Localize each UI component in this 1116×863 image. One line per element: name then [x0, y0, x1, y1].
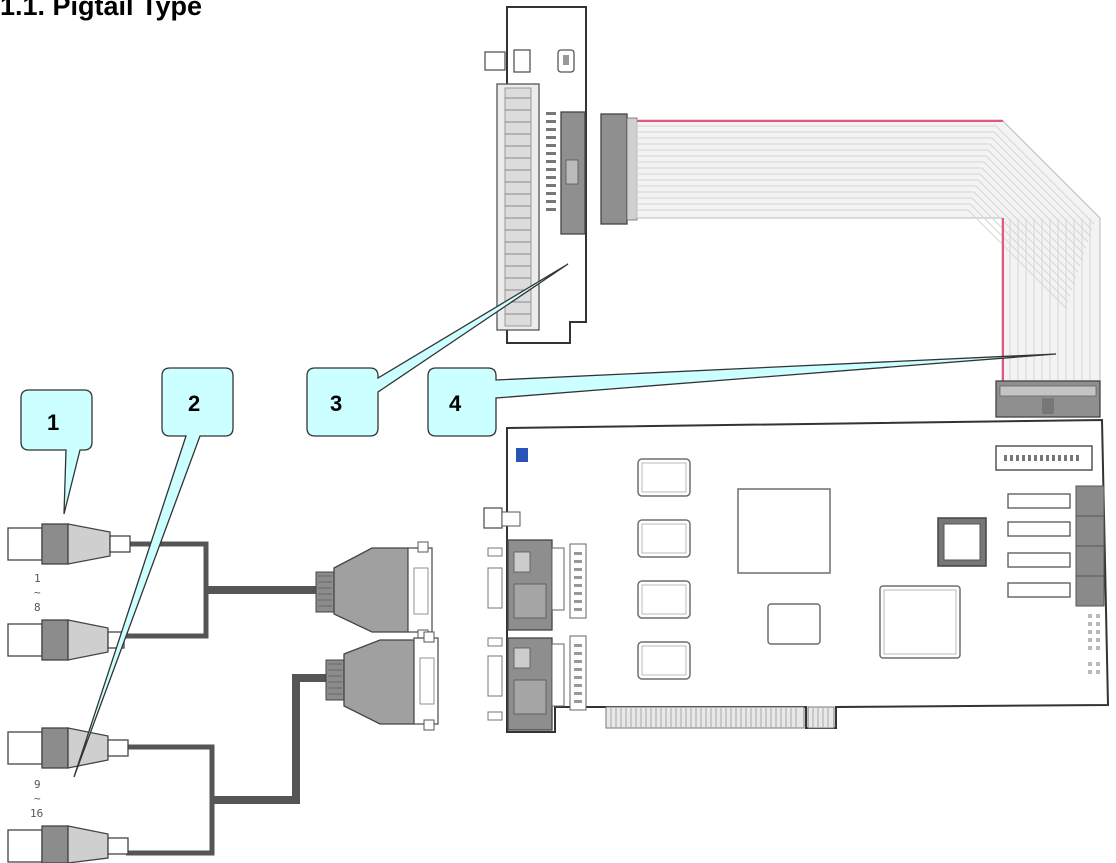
svg-text:~: ~ — [34, 792, 41, 805]
svg-text:8: 8 — [34, 601, 41, 614]
pci-edge-connector-small — [807, 706, 835, 729]
callout-2-label: 2 — [188, 391, 200, 416]
card-db-port-upper — [507, 539, 587, 631]
memory-chip-3 — [637, 580, 691, 619]
jack-1 — [1075, 485, 1105, 517]
db-connector-lower — [325, 631, 439, 731]
ribbon-connector-top — [600, 113, 628, 225]
small-chip — [767, 603, 821, 645]
jack-2 — [1075, 515, 1105, 547]
db-connector-upper — [315, 541, 433, 641]
jack-3 — [1075, 545, 1105, 577]
card-led — [516, 448, 528, 462]
memory-chip-4 — [637, 641, 691, 680]
bnc-connector-4 — [7, 825, 129, 863]
slot-4 — [1007, 582, 1071, 598]
card-db-port-lower — [507, 635, 587, 731]
callout-4: 4 — [427, 353, 1057, 437]
page-title: 1.1. Pigtail Type — [0, 0, 203, 21]
callout-4-label: 4 — [449, 391, 462, 416]
main-processor-chip — [737, 488, 831, 574]
svg-text:9: 9 — [34, 778, 41, 791]
svg-text:~: ~ — [34, 586, 41, 599]
memory-chip-1 — [637, 458, 691, 497]
callout-1-label: 1 — [47, 410, 59, 435]
svg-text:1: 1 — [34, 572, 41, 585]
callout-3-label: 3 — [330, 391, 342, 416]
bnc-connector-3 — [7, 727, 129, 769]
large-controller-chip — [879, 585, 961, 659]
ribbon-cable — [600, 113, 1101, 418]
slot-1 — [1007, 493, 1071, 509]
capture-card — [483, 418, 1110, 733]
memory-chip-2 — [637, 519, 691, 558]
bnc-connector-1 — [7, 523, 131, 565]
callout-1: 1 — [20, 389, 93, 515]
callout-3: 3 — [306, 263, 569, 437]
slot-2 — [1007, 521, 1071, 537]
bracket-tab — [483, 507, 503, 529]
pci-edge-connector — [605, 706, 805, 729]
slot-3 — [1007, 552, 1071, 568]
pigtail-cables — [120, 541, 326, 856]
callout-2: 2 — [73, 367, 234, 778]
ribbon-red-stripe — [637, 120, 1004, 383]
range-label-lower: 9 ~ 16 — [30, 778, 43, 820]
svg-text:16: 16 — [30, 807, 43, 820]
range-label-upper: 1 ~ 8 — [34, 572, 41, 614]
extension-bracket — [484, 6, 587, 344]
bnc-connector-2 — [7, 619, 125, 661]
jack-4 — [1075, 575, 1105, 607]
